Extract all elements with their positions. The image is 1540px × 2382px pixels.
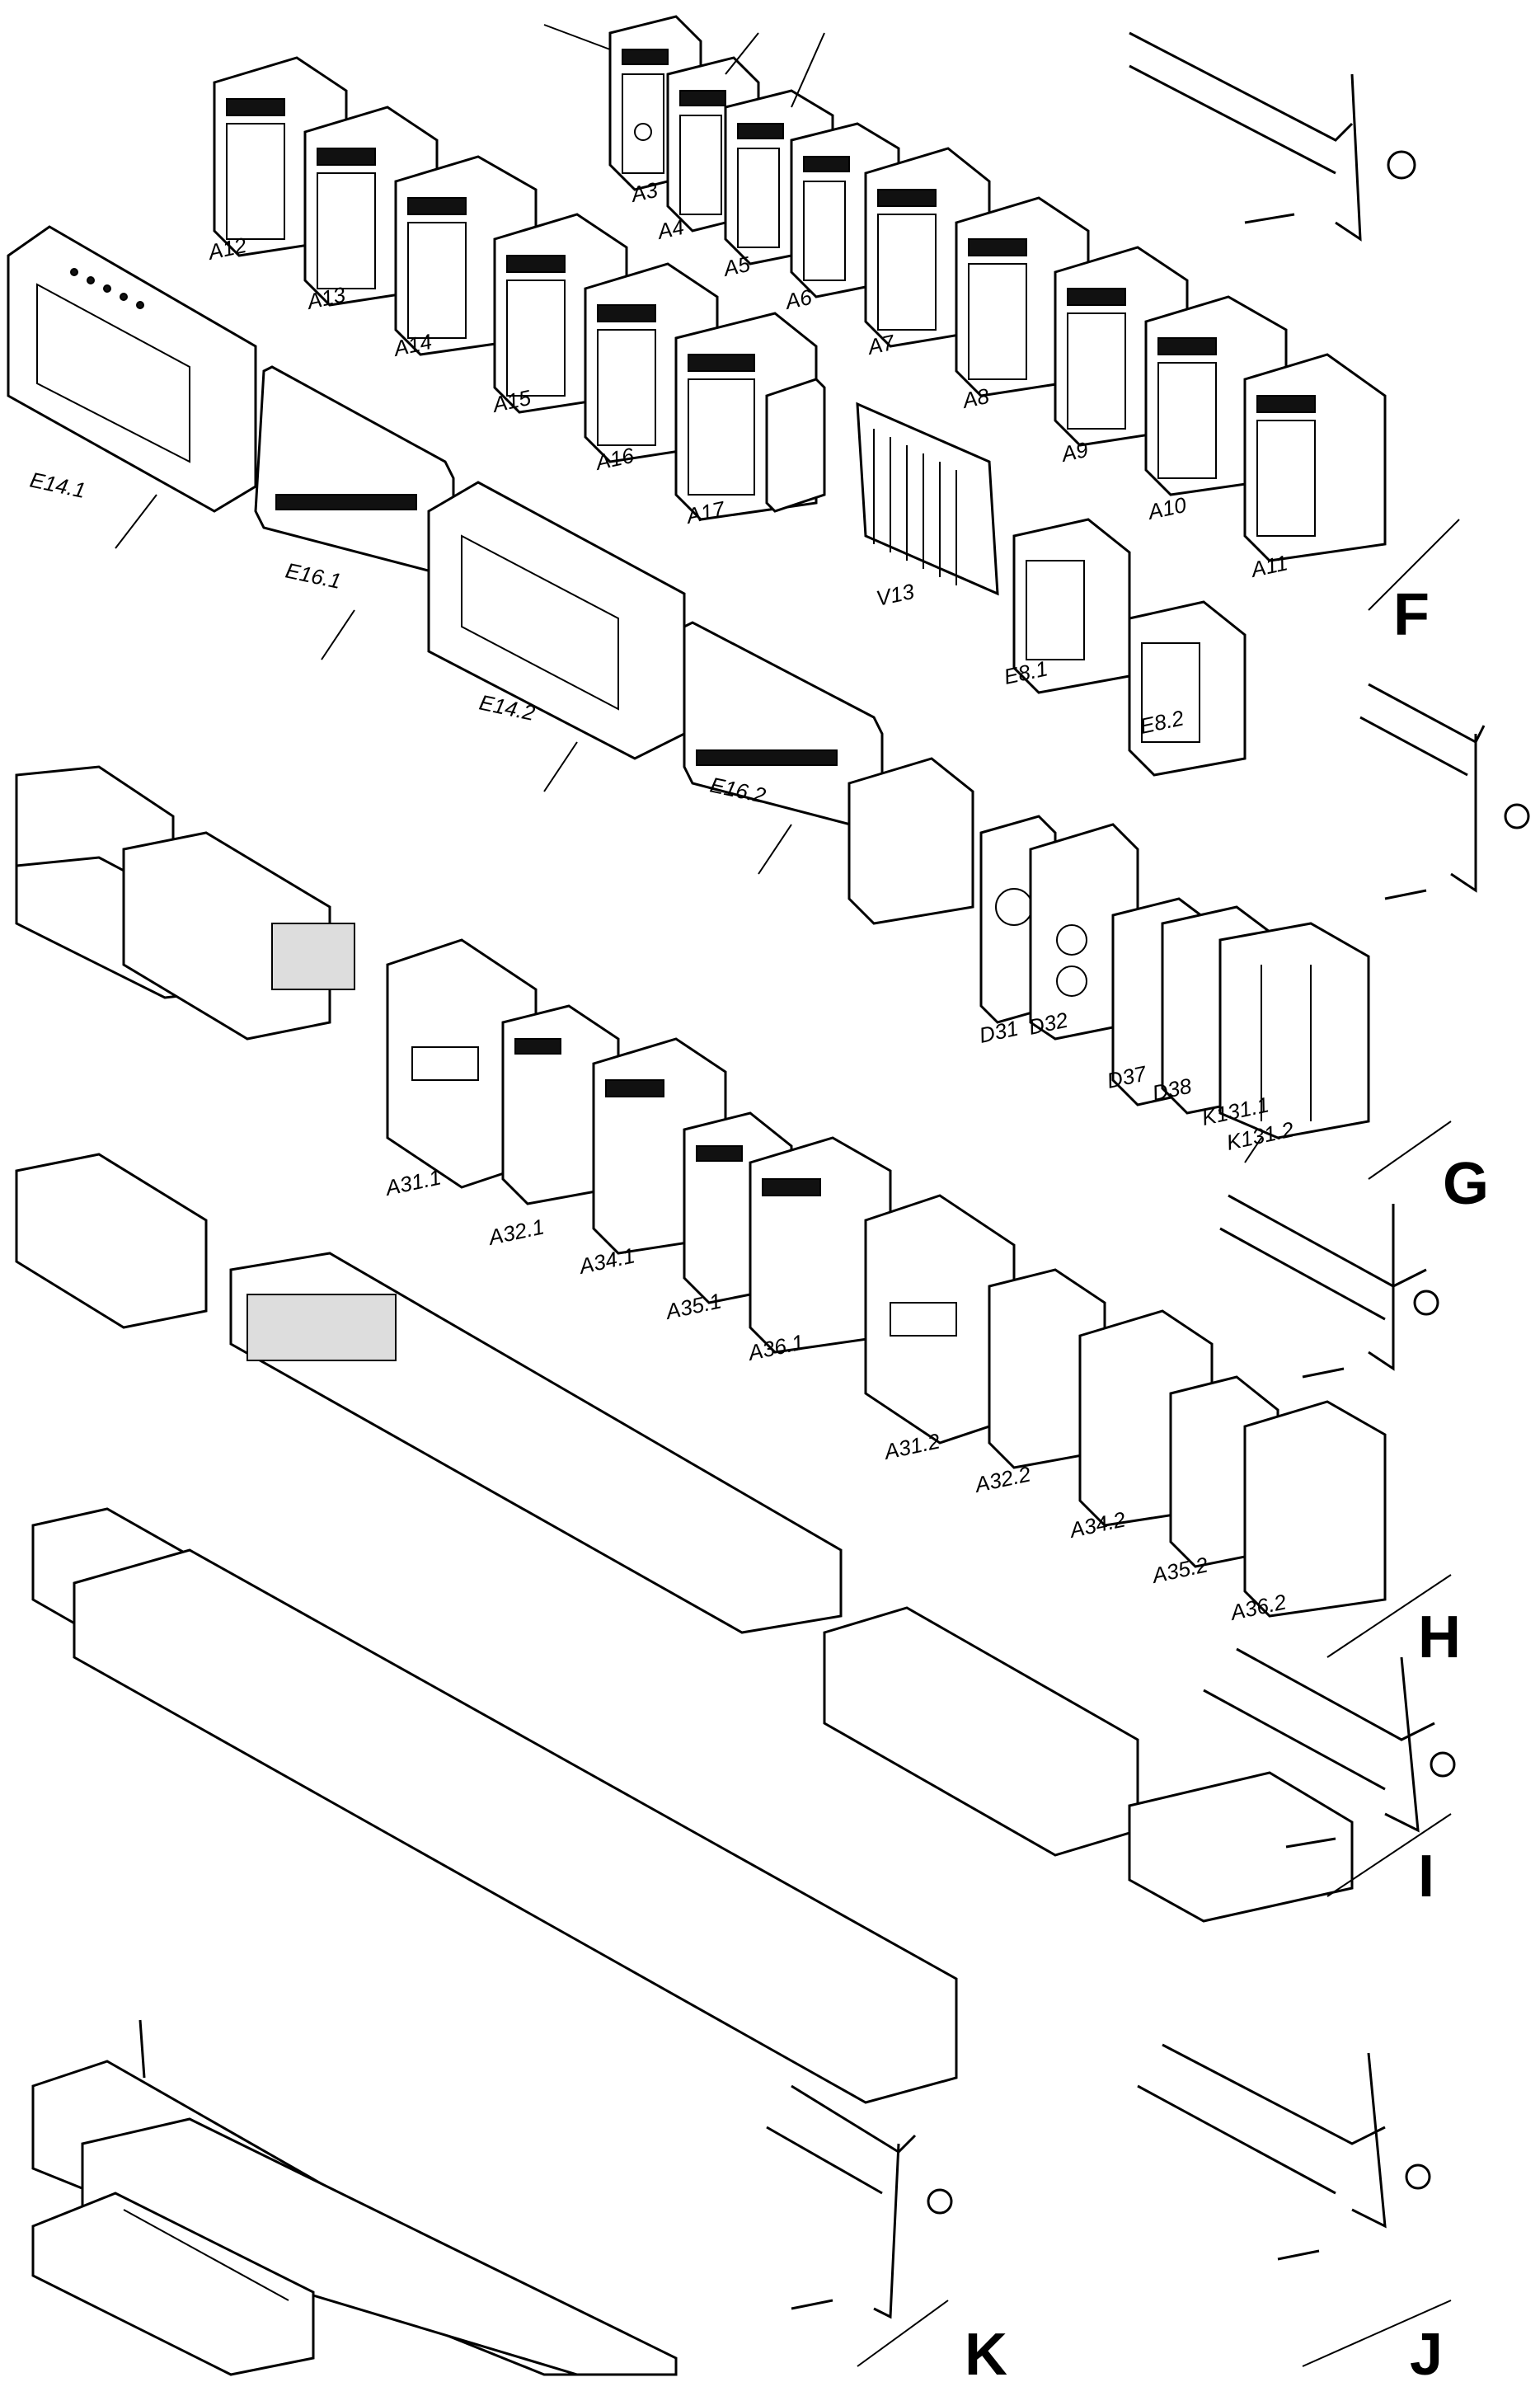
label-a32-2: A32.2 xyxy=(971,1461,1033,1497)
row-g-modules xyxy=(15,683,1530,1354)
label-d31: D31 xyxy=(977,1016,1021,1048)
din-rail-f xyxy=(1129,31,1416,242)
terminal-group-i-right[interactable] xyxy=(823,1606,1354,1923)
terminal-strip-h-left[interactable] xyxy=(15,1153,843,1634)
row-jk-modules xyxy=(31,2019,1431,2376)
section-letter-j: J xyxy=(1410,2322,1443,2382)
label-a31-2: A31.2 xyxy=(880,1428,942,1464)
label-a35-2: A35.2 xyxy=(1148,1552,1210,1588)
label-a3: A3 xyxy=(627,177,660,207)
section-letters: F G H I J K xyxy=(965,582,1489,2382)
section-letter-i: I xyxy=(1418,1844,1434,1910)
long-terminal-strip-j[interactable] xyxy=(31,2019,678,2376)
terminal-group-g-left[interactable] xyxy=(15,765,355,1041)
section-letter-f: F xyxy=(1393,582,1430,648)
label-a34-2: A34.2 xyxy=(1066,1506,1128,1543)
label-a9: A9 xyxy=(1058,437,1090,467)
long-terminal-strip-i[interactable] xyxy=(31,1507,958,2104)
label-a36-1: A36.1 xyxy=(744,1329,806,1365)
din-rail-h xyxy=(1219,1194,1439,1379)
label-v13: V13 xyxy=(874,579,917,611)
label-e14-1: E14.1 xyxy=(28,467,88,503)
bracket-e16-1[interactable] xyxy=(254,365,455,579)
row-h-modules xyxy=(15,1153,1439,1634)
label-a8: A8 xyxy=(959,383,992,413)
label-a5: A5 xyxy=(720,251,753,281)
section-letter-h: H xyxy=(1418,1604,1461,1670)
display-unit-e14-1[interactable] xyxy=(7,225,257,513)
cable-duct[interactable] xyxy=(31,2192,315,2376)
label-a7: A7 xyxy=(864,330,898,360)
label-a6: A6 xyxy=(782,284,815,314)
label-a36-2: A36.2 xyxy=(1227,1589,1289,1625)
din-rail-j xyxy=(1137,2043,1431,2261)
relay-module-a32-1[interactable] xyxy=(501,1004,620,1205)
bracket-k[interactable] xyxy=(766,2084,953,2319)
contactor-k131[interactable] xyxy=(1218,922,1370,1139)
din-rail-g xyxy=(1359,683,1530,900)
label-a34-1: A34.1 xyxy=(575,1243,637,1279)
section-letter-g: G xyxy=(1443,1151,1489,1217)
label-a10: A10 xyxy=(1144,492,1189,524)
relay-module-a17[interactable] xyxy=(674,312,826,521)
label-a14: A14 xyxy=(390,329,434,361)
din-rail-i xyxy=(1203,1647,1456,1849)
label-a32-1: A32.1 xyxy=(485,1214,547,1250)
display-unit-e14-2[interactable] xyxy=(427,481,686,760)
timer-d32[interactable] xyxy=(1029,823,1139,1041)
label-a11: A11 xyxy=(1247,550,1290,582)
label-e16-1: E16.1 xyxy=(284,558,344,594)
terminal-group-g-mid[interactable] xyxy=(847,757,974,925)
leader-lines xyxy=(115,24,1460,2367)
label-a31-1: A31.1 xyxy=(382,1164,444,1200)
row-i-modules xyxy=(31,1507,1456,2104)
row-f-modules xyxy=(7,15,1416,834)
relay-module-a36-2[interactable] xyxy=(1243,1400,1387,1618)
label-a4: A4 xyxy=(654,214,686,244)
label-a12: A12 xyxy=(204,233,249,265)
label-a35-1: A35.1 xyxy=(662,1288,724,1324)
section-letter-k: K xyxy=(965,2322,1007,2382)
module-e8-2[interactable] xyxy=(1128,600,1247,777)
relay-module-a11[interactable] xyxy=(1243,353,1387,562)
terminal-block-v13[interactable] xyxy=(856,402,999,596)
